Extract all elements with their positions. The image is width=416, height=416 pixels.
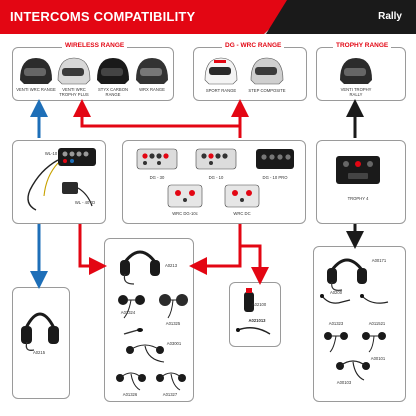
- dg10pro-intercom-icon: [256, 149, 294, 169]
- helmet-icon-3: [97, 58, 129, 84]
- dg-headset-icon: [120, 250, 160, 285]
- acc-caption-3: A01324: [120, 310, 136, 315]
- dg30-caption: DG - 30: [149, 175, 165, 180]
- trophy-cable-1-icon: [320, 294, 351, 304]
- wrcdc-caption: WRC DC: [233, 211, 251, 216]
- helmet-caption-3: STYX CARBON RANGE: [97, 87, 129, 98]
- trophy-cable-kit-icon: [336, 360, 370, 381]
- helmet-caption-4: WRX RANGE: [139, 87, 165, 92]
- wl1-caption: WL-10: [44, 151, 58, 156]
- header-category-band: Rally: [266, 0, 416, 34]
- helmet-icon-6: [250, 57, 284, 85]
- cable-kit-2-icon: [116, 372, 146, 391]
- arrow-dg-down-right: [240, 244, 269, 285]
- helmet-caption-2: VENTI WRC TROPHY PLUS: [59, 87, 89, 98]
- wireless-headset-box: [12, 287, 70, 399]
- acc-caption-15: A00103: [336, 380, 352, 385]
- arrow-wireless-to-dg: [78, 224, 107, 275]
- acc-caption-5: A03001: [166, 341, 182, 346]
- helmet-icon-1: [20, 58, 52, 84]
- trophy-intercom-box: [316, 140, 406, 224]
- trophy-earpiece-2-icon: [362, 332, 386, 353]
- trophy-earpiece-1-icon: [324, 332, 348, 353]
- dg-wrc-range-label: DG - WRC RANGE: [222, 42, 285, 49]
- acc-caption-8: A02100: [251, 302, 267, 307]
- connection-arrows: [30, 99, 364, 289]
- helmet-icon-4: [136, 58, 168, 84]
- trophy-range-label: TROPHY RANGE: [333, 42, 392, 49]
- dg10pro-caption: DG - 10 PRO: [262, 175, 288, 180]
- page-title: INTERCOMS COMPATIBILITY: [10, 9, 196, 24]
- wrcdg-caption: WRC DG-10c: [172, 211, 198, 216]
- wireless-range-label: WIRELESS RANGE: [62, 42, 128, 49]
- acc-caption-9: A021013: [248, 318, 266, 323]
- helmet-icon-7: [340, 58, 372, 84]
- trophy-intercom-icon: [336, 156, 380, 184]
- helmet-icon-2: [57, 57, 91, 85]
- wrc-accessories-box: [229, 282, 281, 347]
- trophy-headset-icon: [327, 258, 367, 291]
- mic-boom-icon: [123, 328, 143, 335]
- dg30-intercom-icon: [136, 148, 178, 170]
- acc-caption-7: A01327: [162, 392, 178, 397]
- earpiece-set-2-icon: [159, 294, 188, 319]
- wl-intercom-unit-icon: [27, 148, 96, 211]
- acc-caption-4: A01325: [165, 321, 181, 326]
- trophy-cable-2-icon: [360, 294, 389, 304]
- acc-caption-10: A00171: [371, 258, 387, 263]
- cable-kit-1-icon: [126, 344, 165, 363]
- dg10-intercom-icon: [195, 148, 237, 170]
- wrc-dg10c-intercom-icon: [167, 184, 203, 208]
- wrc-cable-icon: [236, 327, 271, 335]
- helmet-icon-5: [204, 57, 238, 85]
- helmet-caption-6: STEP COMPOSITE: [248, 88, 286, 93]
- acc-caption-2: A0213: [164, 263, 178, 268]
- helmet-caption-7: VENTI TROPHY RALLY: [340, 87, 372, 98]
- acc-caption-1: A0215: [32, 350, 46, 355]
- earpiece-set-1-icon: [118, 295, 145, 319]
- arrow-dg-down-left: [189, 224, 242, 275]
- wrc-adapter-icon: [244, 288, 254, 312]
- helmet-caption-5: SPORT RANGE: [205, 88, 237, 93]
- acc-caption-11: A0200: [329, 290, 343, 295]
- arrow-dg-up-left: [73, 99, 242, 138]
- acc-caption-12: A01323: [328, 321, 344, 326]
- category-label: Rally: [378, 11, 402, 22]
- wireless-headset-icon: [21, 312, 59, 351]
- cable-kit-3-icon: [156, 372, 186, 391]
- header-title-band: INTERCOMS COMPATIBILITY: [0, 0, 300, 34]
- wrc-dc-intercom-icon: [224, 184, 260, 208]
- acc-caption-6: A01326: [122, 392, 138, 397]
- acc-caption-13: A011521: [368, 321, 386, 326]
- helmet-caption-1: VENTI WRC RANGE: [16, 87, 56, 92]
- acc-caption-14: A00101: [370, 356, 386, 361]
- wl2-caption: WL - 40YD: [74, 200, 96, 205]
- header-bar: INTERCOMS COMPATIBILITY Rally: [0, 0, 416, 34]
- trophy-caption: TROPHY 4: [347, 196, 369, 201]
- dg10-caption: DG - 10: [208, 175, 224, 180]
